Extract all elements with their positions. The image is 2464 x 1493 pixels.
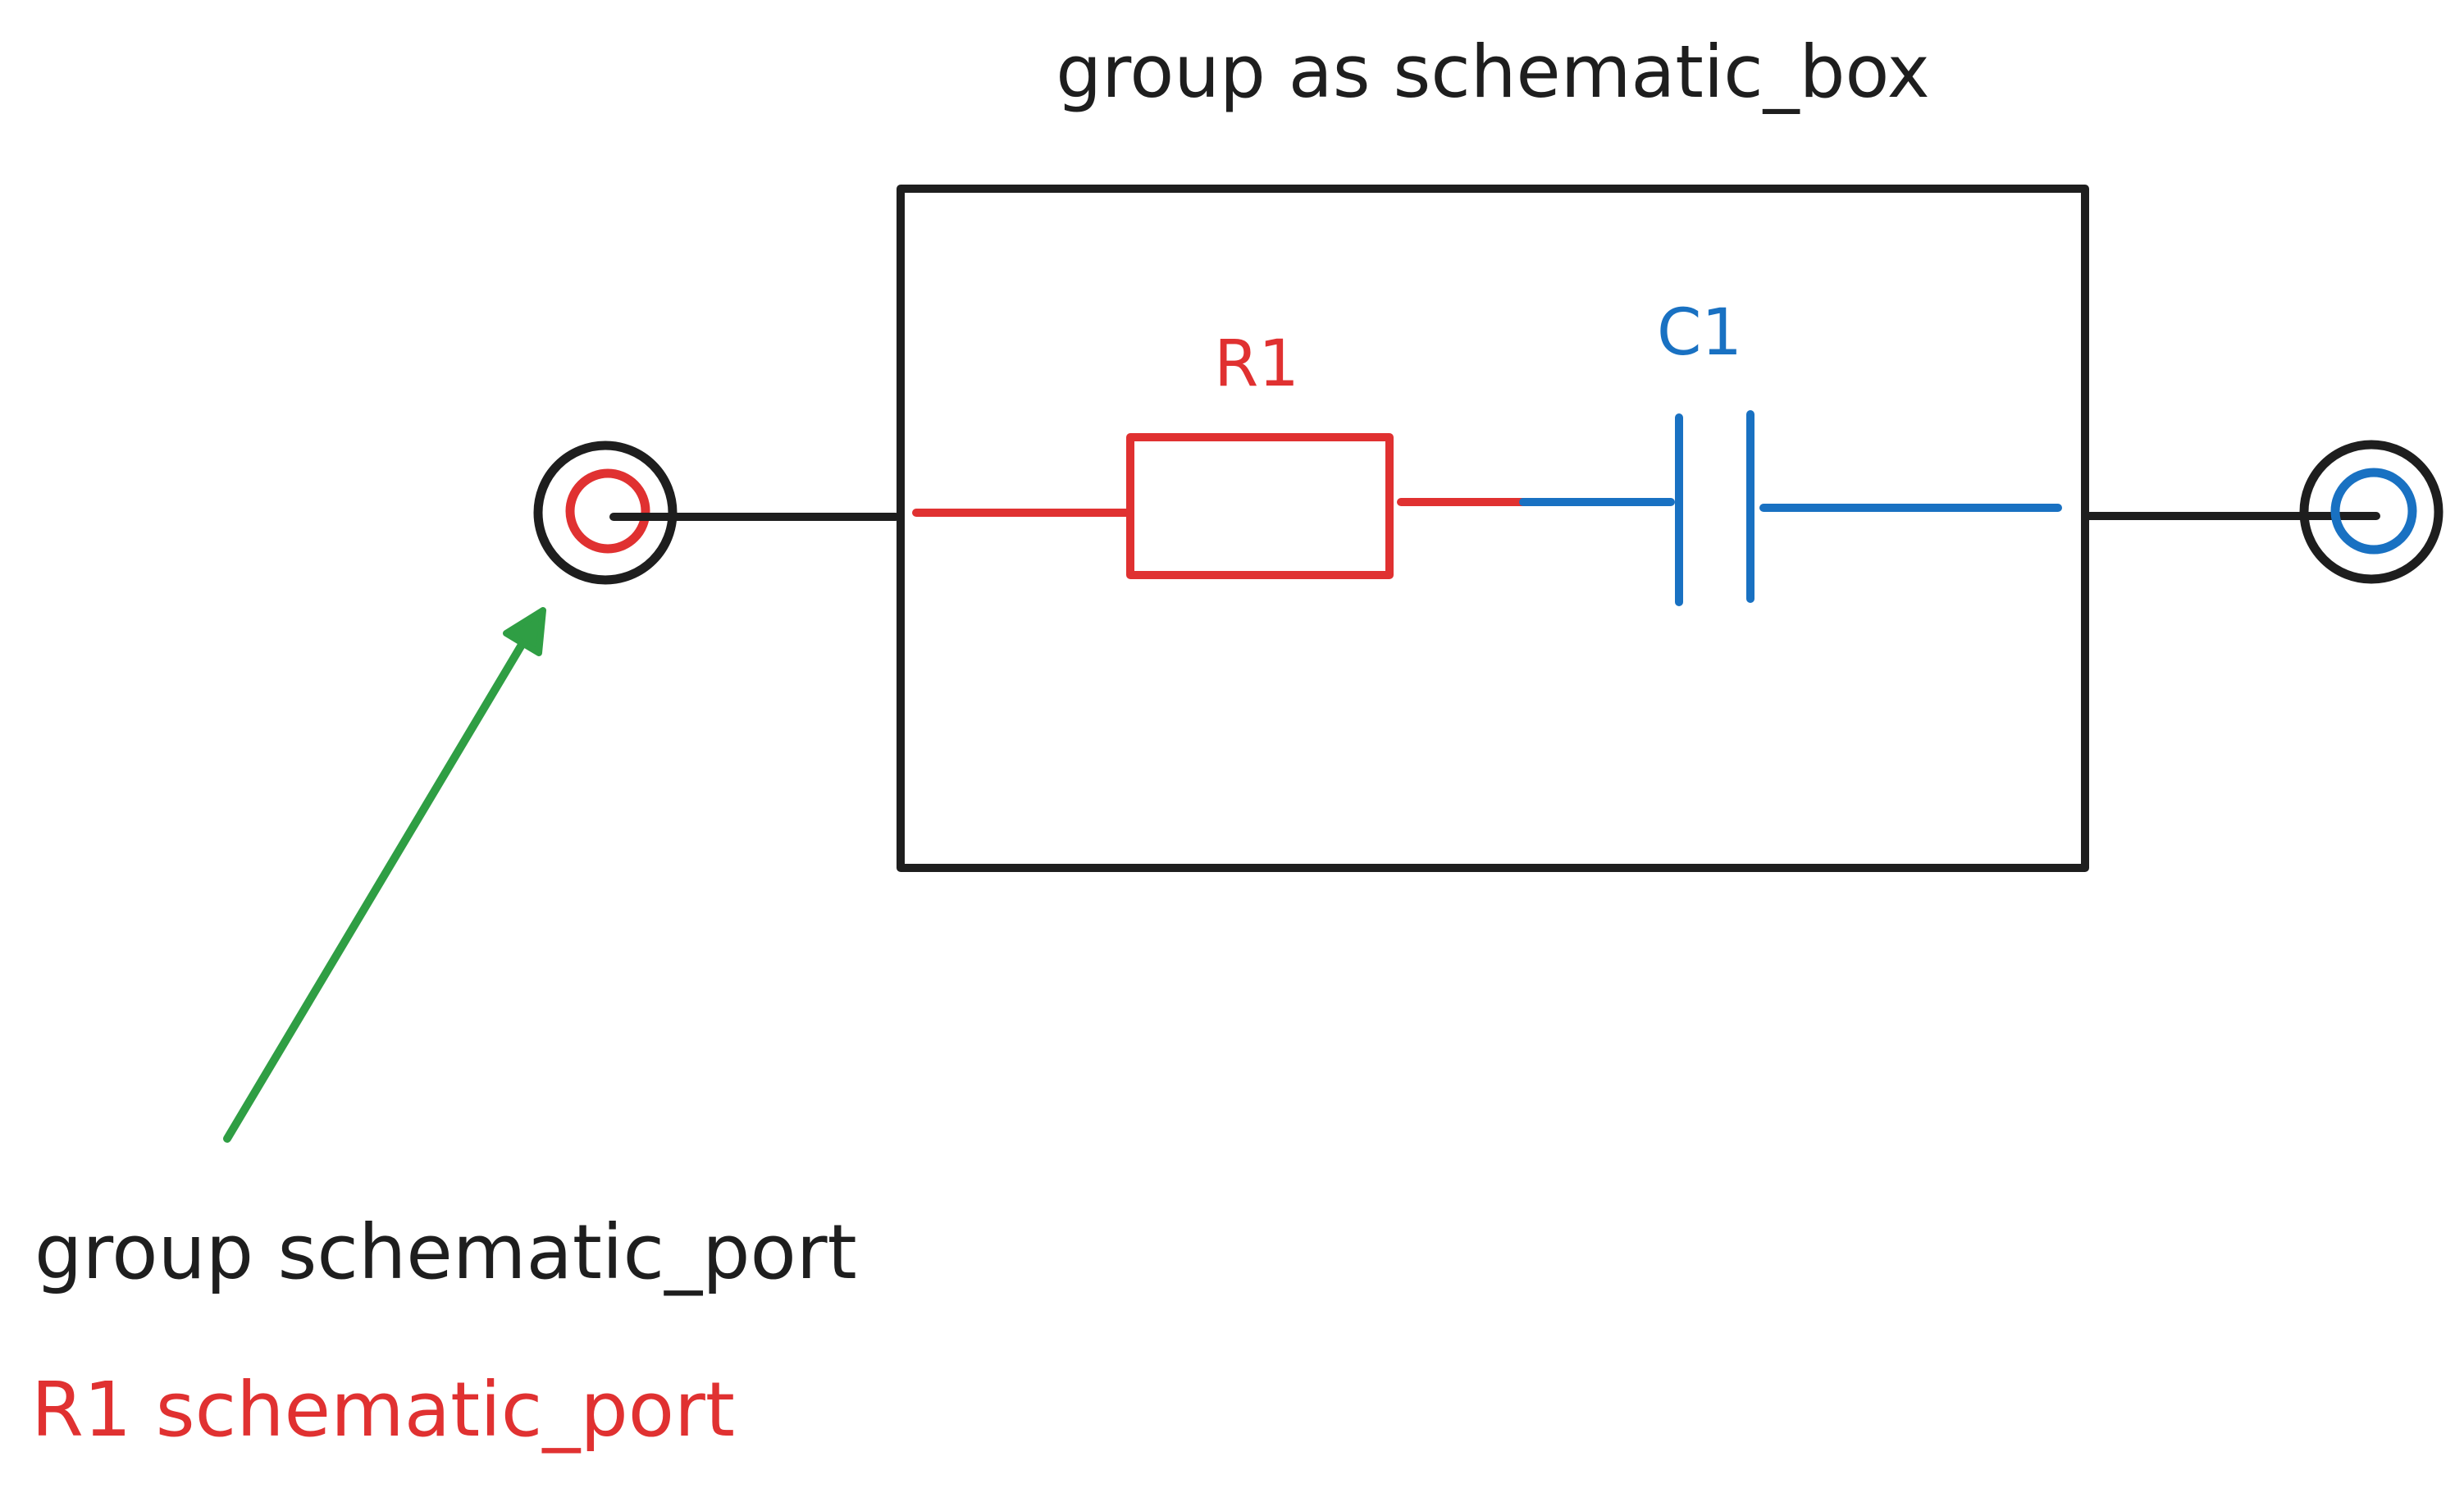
box-title: group as schematic_box xyxy=(1056,30,1930,114)
left-port-inner-ring xyxy=(565,468,650,554)
r1-port-label: R1 schematic_port xyxy=(31,1366,735,1454)
schematic-box[interactable] xyxy=(897,185,2089,872)
right-port[interactable] xyxy=(2299,440,2443,584)
arrow-shaft xyxy=(223,632,531,1143)
right-port-outer-ring xyxy=(2299,440,2443,584)
r1-label: R1 xyxy=(1214,327,1299,401)
pointer-arrow xyxy=(223,607,546,1143)
c1-label: C1 xyxy=(1657,296,1742,370)
resistor-r1[interactable] xyxy=(1126,433,1394,579)
right-port-inner-ring xyxy=(2330,468,2417,555)
arrow-head-icon xyxy=(503,607,546,656)
capacitor-c1[interactable] xyxy=(1675,410,1754,606)
group-port-label: group schematic_port xyxy=(34,1208,857,1296)
